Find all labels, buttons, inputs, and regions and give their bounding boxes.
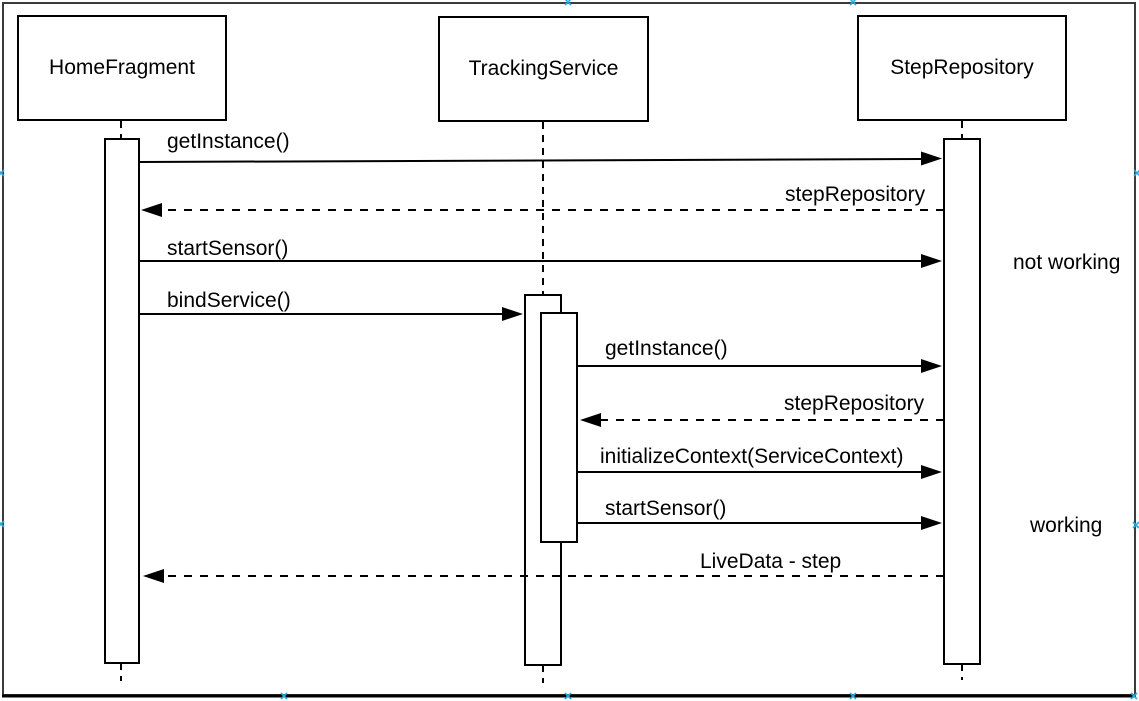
message-label-getinstance-2[interactable]: getInstance() [605, 337, 728, 360]
message-label-initializecontext[interactable]: initializeContext(ServiceContext) [600, 445, 904, 468]
arrowhead-right-icon [502, 307, 523, 321]
arrowhead-right-icon [921, 516, 942, 530]
arrowhead-right-icon [921, 359, 942, 373]
arrowhead-left-icon [141, 203, 162, 217]
arrowhead-right-icon [921, 151, 942, 166]
message-label-bindservice[interactable]: bindService() [167, 289, 291, 312]
anchor-marker-icon [0, 169, 5, 177]
activation-bar-homefragment[interactable] [104, 138, 140, 664]
annotation-working[interactable]: working [1030, 514, 1103, 537]
anchor-marker-icon [1133, 169, 1139, 177]
activation-bar-trackingservice-nested[interactable] [540, 312, 578, 543]
anchor-marker-icon [849, 0, 857, 6]
actor-label: HomeFragment [49, 56, 195, 79]
activation-bar-steprepository[interactable] [943, 138, 981, 665]
message-label-startsensor-2[interactable]: startSensor() [605, 497, 727, 520]
anchor-marker-icon [849, 692, 857, 700]
actor-label: StepRepository [890, 56, 1034, 79]
arrowhead-right-icon [921, 254, 942, 268]
arrowhead-right-icon [921, 465, 942, 479]
message-arrow-getinstance-1[interactable] [139, 158, 923, 163]
anchor-marker-icon [564, 692, 572, 700]
anchor-marker-icon [564, 0, 572, 6]
actor-box-homefragment[interactable]: HomeFragment [17, 15, 227, 121]
annotation-not-working[interactable]: not working [1013, 251, 1121, 274]
message-label-steprepository-2[interactable]: stepRepository [784, 392, 925, 415]
anchor-marker-icon [0, 520, 5, 528]
message-label-livedata-step[interactable]: LiveData - step [700, 550, 842, 573]
anchor-marker-icon [1130, 692, 1138, 700]
message-label-startsensor-1[interactable]: startSensor() [167, 237, 289, 260]
anchor-marker-icon [280, 692, 288, 700]
anchor-marker-icon [1132, 521, 1139, 529]
message-label-getinstance-1[interactable]: getInstance() [167, 130, 290, 153]
message-label-steprepository-1[interactable]: stepRepository [785, 183, 926, 206]
actor-label: TrackingService [468, 57, 619, 80]
arrowhead-left-icon [580, 413, 601, 427]
actor-box-steprepository[interactable]: StepRepository [857, 15, 1067, 121]
actor-box-trackingservice[interactable]: TrackingService [438, 16, 649, 122]
arrowhead-left-icon [143, 569, 164, 583]
